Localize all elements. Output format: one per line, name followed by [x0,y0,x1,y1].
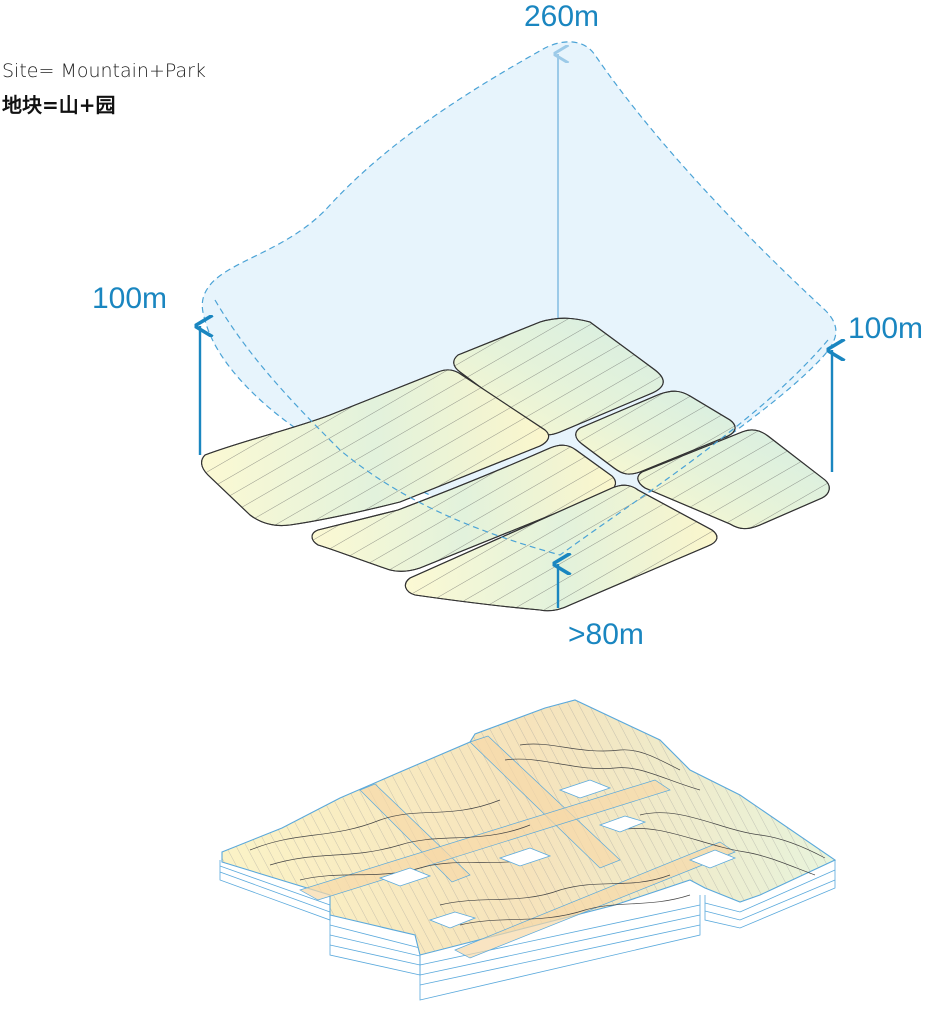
massing-model [219,699,837,1001]
title-chinese: 地块=山+园 [2,93,116,117]
envelope-front-edge [214,299,829,556]
label-right-height: 100m [848,312,924,345]
label-peak-height: 260m [524,0,600,33]
title-english: Site= Mountain+Park [2,60,206,82]
land-plots [201,317,830,612]
label-bottom-height: >80m [568,618,644,651]
label-left-height: 100m [92,282,168,315]
